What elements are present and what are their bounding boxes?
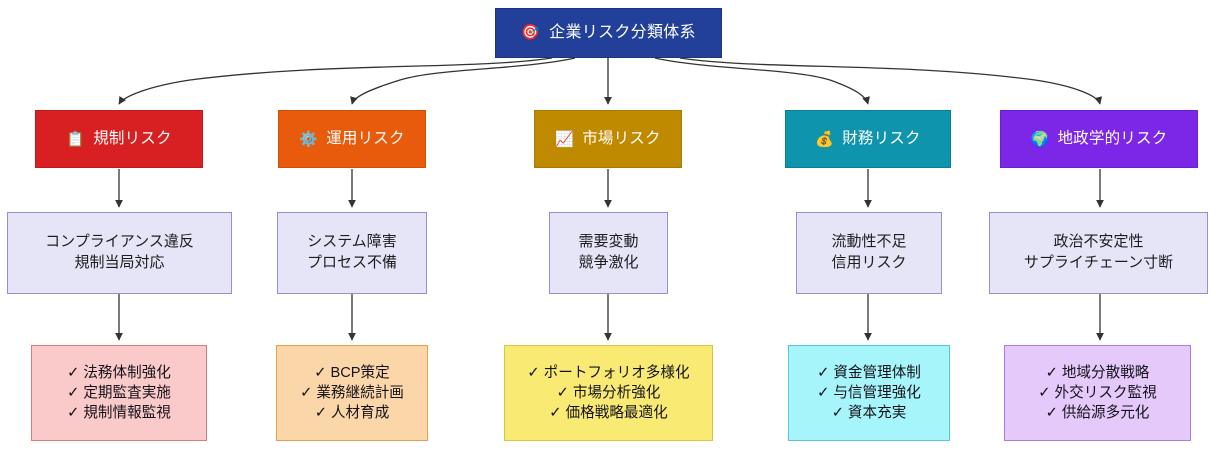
node-category-operational[interactable]: ⚙️ 運用リスク bbox=[278, 110, 426, 168]
detail-line: プロセス不備 bbox=[306, 254, 397, 271]
check-icon: ✓ bbox=[67, 383, 80, 401]
check-icon: ✓ bbox=[527, 363, 540, 381]
action-item: ✓規制情報監視 bbox=[67, 404, 171, 422]
node-root-label: 企業リスク分類体系 bbox=[549, 23, 696, 41]
node-actions-market[interactable]: ✓ポートフォリオ多様化 ✓市場分析強化 ✓価格戦略最適化 bbox=[504, 345, 713, 441]
edge-root-to-financial bbox=[654, 57, 870, 105]
check-icon: ✓ bbox=[314, 363, 327, 381]
node-root[interactable]: 🎯 企業リスク分類体系 bbox=[495, 8, 722, 58]
node-detail-financial[interactable]: 流動性不足 信用リスク bbox=[796, 212, 942, 294]
action-item: ✓資本充実 bbox=[831, 404, 907, 422]
node-detail-regulatory[interactable]: コンプライアンス違反 規制当局対応 bbox=[7, 212, 232, 294]
edge-root-to-geopolitical bbox=[679, 57, 1103, 105]
node-detail-market[interactable]: 需要変動 競争激化 bbox=[549, 212, 668, 294]
check-icon: ✓ bbox=[1045, 404, 1058, 422]
category-label-geopolitical: 地政学的リスク bbox=[1057, 130, 1168, 148]
detail-line: システム障害 bbox=[307, 233, 397, 251]
check-icon: ✓ bbox=[67, 404, 80, 422]
action-item: ✓定期監査実施 bbox=[67, 383, 171, 401]
action-item: ✓供給源多元化 bbox=[1045, 404, 1150, 422]
action-item: ✓与信管理強化 bbox=[817, 383, 921, 401]
money-bag-icon: 💰 bbox=[815, 129, 835, 148]
check-icon: ✓ bbox=[817, 383, 830, 401]
action-item: ✓業務継続計画 bbox=[300, 383, 404, 401]
clipboard-icon: 📋 bbox=[66, 129, 86, 148]
node-category-regulatory[interactable]: 📋 規制リスク bbox=[35, 110, 203, 168]
edge-root-to-regulatory bbox=[118, 57, 553, 105]
globe-icon: 🌍 bbox=[1030, 129, 1050, 148]
check-icon: ✓ bbox=[831, 404, 844, 422]
action-item: ✓BCP策定 bbox=[314, 363, 390, 381]
category-label-operational: 運用リスク bbox=[326, 130, 405, 148]
category-label-financial: 財務リスク bbox=[842, 130, 921, 148]
action-item: ✓法務体制強化 bbox=[67, 363, 171, 381]
detail-line: 需要変動 bbox=[578, 233, 639, 251]
category-label-regulatory: 規制リスク bbox=[93, 130, 172, 148]
detail-line: 競争激化 bbox=[578, 254, 639, 271]
edge-root-to-operational bbox=[350, 57, 576, 105]
node-actions-financial[interactable]: ✓資金管理体制 ✓与信管理強化 ✓資本充実 bbox=[788, 345, 950, 441]
detail-line: 政治不安定性 bbox=[1053, 233, 1144, 251]
node-category-geopolitical[interactable]: 🌍 地政学的リスク bbox=[1000, 110, 1198, 168]
node-category-market[interactable]: 📈 市場リスク bbox=[534, 110, 682, 168]
detail-line: 流動性不足 bbox=[831, 233, 907, 251]
node-detail-geopolitical[interactable]: 政治不安定性 サプライチェーン寸断 bbox=[989, 212, 1208, 294]
action-item: ✓外交リスク監視 bbox=[1038, 383, 1157, 401]
check-icon: ✓ bbox=[300, 383, 313, 401]
check-icon: ✓ bbox=[1045, 363, 1058, 381]
direct-hit-icon: 🎯 bbox=[521, 23, 541, 42]
check-icon: ✓ bbox=[67, 363, 80, 381]
node-actions-regulatory[interactable]: ✓法務体制強化 ✓定期監査実施 ✓規制情報監視 bbox=[31, 345, 207, 441]
node-category-financial[interactable]: 💰 財務リスク bbox=[785, 110, 951, 168]
detail-line: コンプライアンス違反 bbox=[45, 233, 194, 251]
action-item: ✓資金管理体制 bbox=[817, 363, 921, 381]
node-actions-geopolitical[interactable]: ✓地域分散戦略 ✓外交リスク監視 ✓供給源多元化 bbox=[1004, 345, 1191, 441]
detail-line: サプライチェーン寸断 bbox=[1023, 254, 1174, 271]
category-label-market: 市場リスク bbox=[582, 130, 661, 148]
chart-increasing-icon: 📈 bbox=[555, 129, 575, 148]
check-icon: ✓ bbox=[549, 404, 562, 422]
check-icon: ✓ bbox=[556, 383, 569, 401]
action-item: ✓市場分析強化 bbox=[556, 383, 661, 401]
action-item: ✓地域分散戦略 bbox=[1045, 363, 1150, 381]
check-icon: ✓ bbox=[314, 404, 327, 422]
detail-line: 信用リスク bbox=[831, 254, 907, 271]
action-item: ✓人材育成 bbox=[314, 404, 390, 422]
check-icon: ✓ bbox=[1038, 383, 1051, 401]
check-icon: ✓ bbox=[817, 363, 830, 381]
action-item: ✓価格戦略最適化 bbox=[549, 404, 668, 422]
node-detail-operational[interactable]: システム障害 プロセス不備 bbox=[277, 212, 427, 294]
node-actions-operational[interactable]: ✓BCP策定 ✓業務継続計画 ✓人材育成 bbox=[276, 345, 428, 441]
detail-line: 規制当局対応 bbox=[74, 254, 165, 271]
gear-icon: ⚙️ bbox=[299, 129, 319, 148]
action-item: ✓ポートフォリオ多様化 bbox=[527, 363, 690, 381]
